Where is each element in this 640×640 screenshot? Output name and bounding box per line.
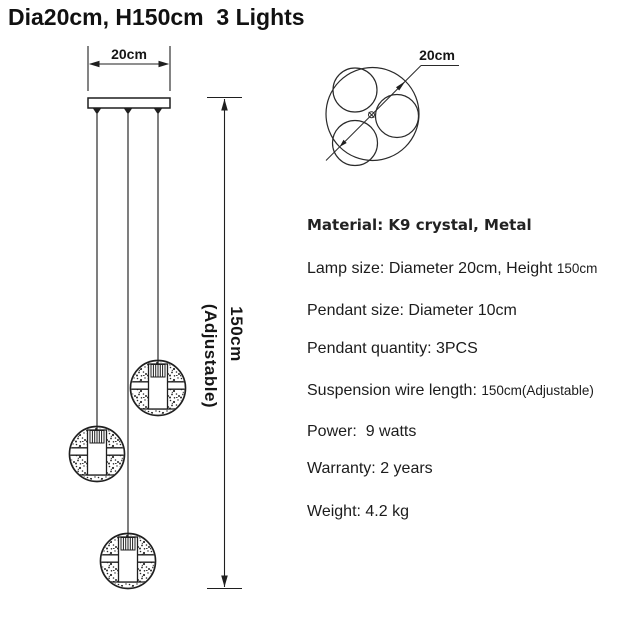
spec-power: Power: 9 watts — [307, 423, 417, 440]
pendant-ball — [130, 361, 186, 416]
ceiling-canopy — [87, 97, 171, 109]
spec-pendant-quantity: Pendant quantity: 3PCS — [307, 340, 478, 357]
page-title: Dia20cm, H150cm 3 Lights — [8, 4, 305, 30]
diameter-dimension — [325, 65, 459, 161]
top-view-pendant-circle — [374, 93, 420, 139]
top-view-center-mark — [368, 111, 375, 119]
spec-lamp-size: Lamp size: Diameter 20cm, Height 150cm — [307, 260, 598, 277]
spec-weight: Weight: 4.2 kg — [307, 503, 409, 520]
spec-wire-length: Suspension wire length: 150cm(Adjustable… — [307, 382, 594, 399]
top-view-pendant-circle — [331, 119, 379, 167]
height-arrow-up — [221, 99, 228, 111]
width-arrow-left — [88, 60, 100, 68]
cord-grip — [93, 108, 101, 115]
spec-warranty: Warranty: 2 years — [307, 460, 433, 477]
width-arrow-right — [158, 60, 170, 68]
front-height-note: (Adjustable) — [201, 303, 220, 409]
diameter-arrow-lower — [339, 139, 347, 147]
spec-material: Material: K9 crystal, Metal — [307, 216, 532, 234]
top-view-drawing — [325, 65, 459, 167]
cord-grip — [154, 108, 162, 115]
front-view-drawing — [69, 46, 242, 589]
pendant-ball — [69, 427, 125, 482]
diameter-arrow-upper — [396, 81, 406, 91]
top-view-pendant-circle — [332, 67, 378, 113]
front-height-label: 150cm — [227, 306, 246, 362]
pendant-ball — [100, 534, 156, 589]
width-dimension — [87, 46, 171, 91]
front-width-label: 20cm — [111, 46, 147, 62]
cord-grip — [124, 108, 132, 115]
spec-pendant-size: Pendant size: Diameter 10cm — [307, 302, 517, 319]
height-arrow-down — [221, 575, 228, 587]
top-view-diameter-label: 20cm — [419, 47, 455, 63]
height-dimension — [207, 96, 242, 590]
